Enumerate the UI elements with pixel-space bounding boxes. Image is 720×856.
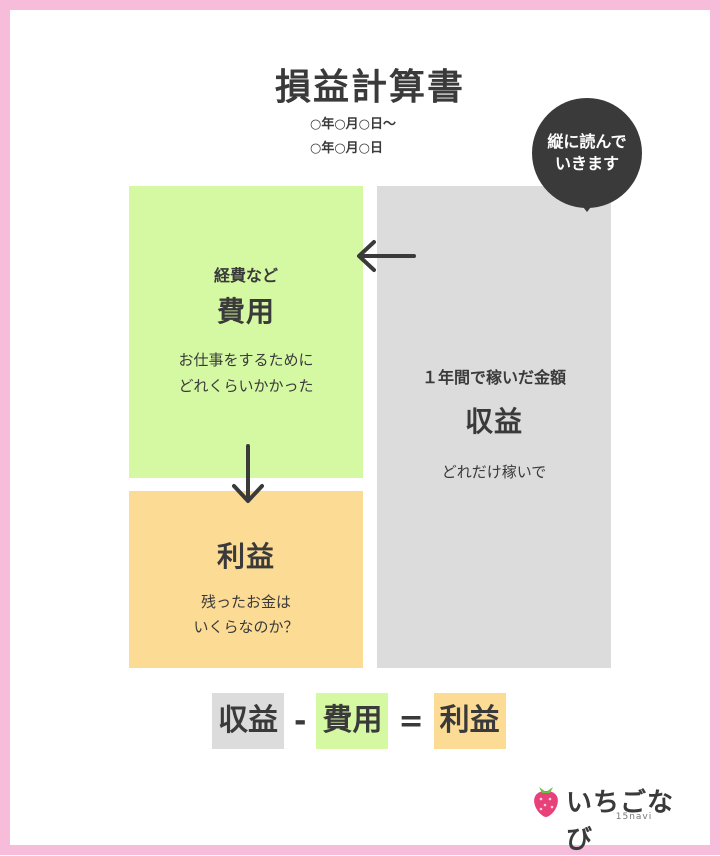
expense-desc-line2: どれくらいかかった	[178, 377, 314, 395]
bubble-line2: いきます	[554, 154, 619, 173]
profit-label: 利益	[216, 540, 275, 573]
period-end: ○年○月○日	[310, 141, 384, 156]
bubble-line1: 縦に読んで	[547, 132, 627, 151]
period: ○年○月○日〜 ○年○月○日	[310, 113, 396, 161]
revenue-box: １年間で稼いだ金額 収益 どれだけ稼いで	[377, 186, 611, 668]
formula-revenue: 収益	[212, 693, 284, 749]
formula: 収益 - 費用 = 利益	[212, 693, 506, 749]
expense-small-label: 経費など	[213, 266, 278, 285]
expense-desc-line1: お仕事をするために	[178, 351, 314, 369]
formula-profit: 利益	[433, 693, 506, 749]
profit-box: 利益 残ったお金は いくらなのか？	[129, 491, 363, 668]
revenue-desc: どれだけ稼いで	[441, 463, 547, 481]
logo: いちごなび 15navi	[530, 780, 700, 855]
arrow-left-icon	[357, 240, 416, 272]
formula-expense: 費用	[316, 693, 389, 749]
bubble-tail	[576, 198, 598, 212]
page-title: 損益計算書	[274, 67, 465, 108]
revenue-label: 収益	[464, 405, 523, 438]
arrow-down-icon	[232, 444, 264, 503]
formula-minus: -	[294, 703, 307, 739]
logo-text: いちごなび	[566, 788, 675, 855]
revenue-small-label: １年間で稼いだ金額	[421, 368, 566, 387]
profit-desc-line2: いくらなのか？	[193, 618, 299, 636]
logo-subtext: 15navi	[615, 812, 653, 822]
profit-desc-line1: 残ったお金は	[200, 593, 291, 611]
period-start: ○年○月○日〜	[310, 117, 397, 132]
strawberry-icon	[534, 787, 558, 817]
read-vertically-bubble: 縦に読んで いきます	[532, 98, 642, 208]
formula-equals: =	[398, 703, 424, 739]
expense-label: 費用	[216, 295, 275, 328]
expense-box: 経費など 費用 お仕事をするために どれくらいかかった	[129, 186, 363, 478]
